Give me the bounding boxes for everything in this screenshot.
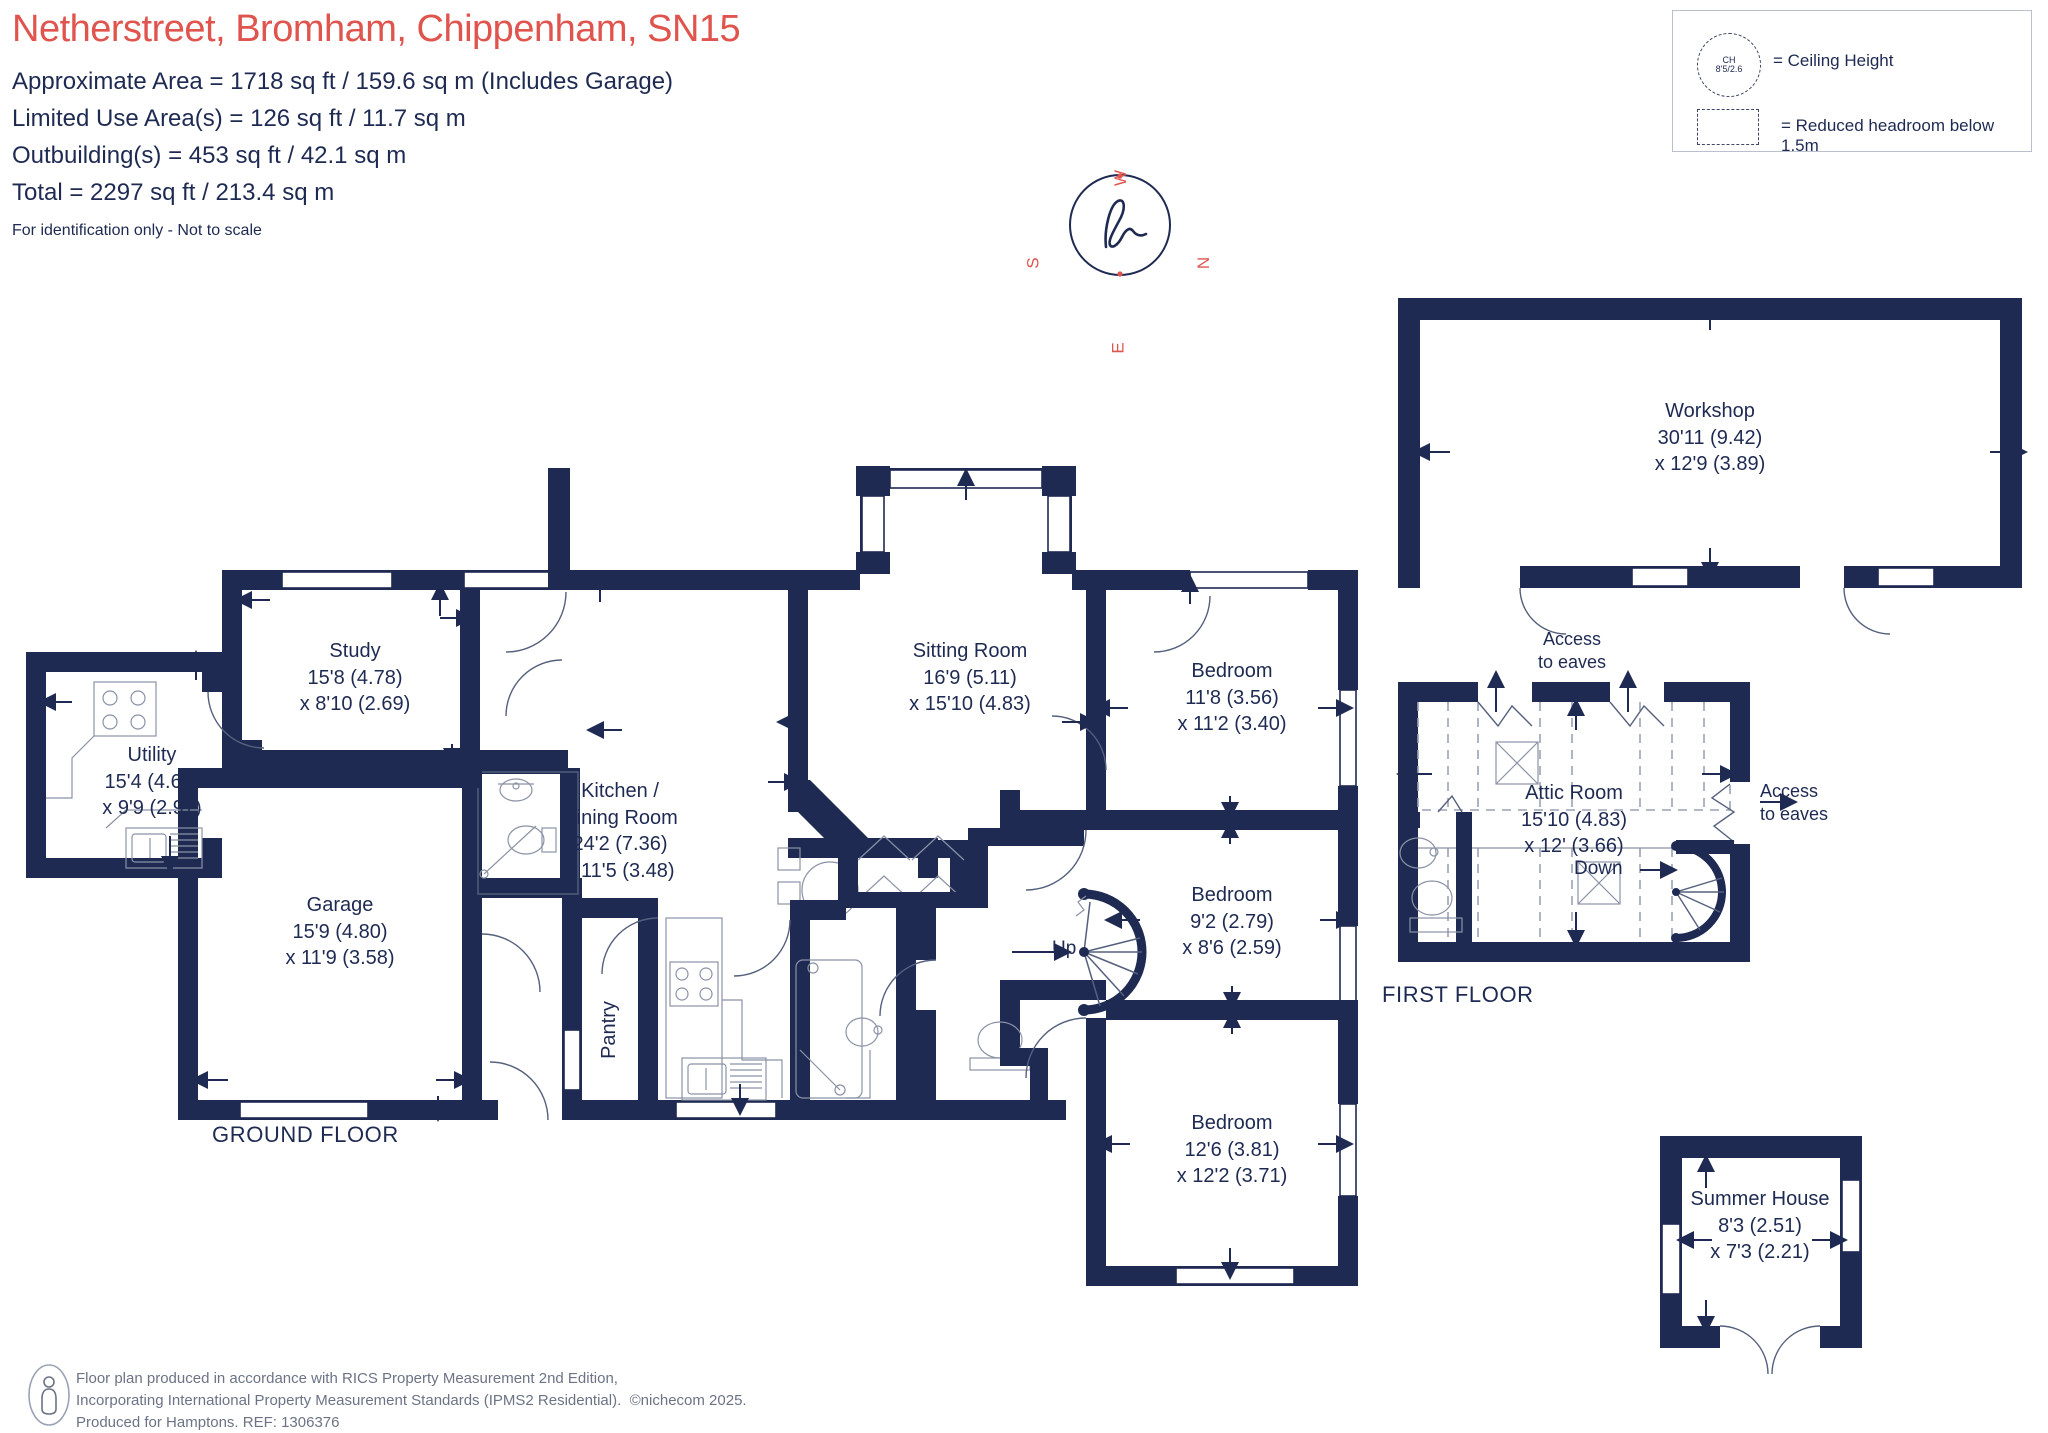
room-label-bedroom-1: Bedroom 11'8 (3.56) x 11'2 (3.40)	[1177, 660, 1287, 736]
workshop-plan	[1398, 298, 2028, 635]
stair-up-label: Up	[1052, 938, 1077, 959]
room-label-attic-room: Attic Room 15'10 (4.83) x 12' (3.66)	[1520, 782, 1628, 858]
footer-line-2a: Incorporating International Property Mea…	[76, 1391, 622, 1409]
ceiling-height-abbr: CH	[1722, 54, 1736, 65]
ground-floor-label: GROUND FLOOR	[212, 1122, 399, 1147]
spiral-stair-up	[1075, 888, 1147, 1016]
room-label-bedroom-3: Bedroom 12'6 (3.81) x 12'2 (3.71)	[1176, 1112, 1288, 1188]
disclaimer-text: For identification only - Not to scale	[12, 222, 262, 239]
footer-copyright: ©nichecom 2025.	[629, 1391, 747, 1409]
room-label-bedroom-2: Bedroom 9'2 (2.79) x 8'6 (2.59)	[1182, 884, 1282, 960]
limited-use-area-text: Limited Use Area(s) = 126 sq ft / 11.7 s…	[12, 105, 466, 132]
room-label-utility: Utility 15'4 (4.67) x 9'9 (2.97)	[102, 744, 202, 820]
access-to-eaves-right-label: Access to eaves	[1760, 781, 1829, 825]
person-icon	[28, 1364, 70, 1426]
room-label-workshop: Workshop 30'11 (9.42) x 12'9 (3.89)	[1654, 400, 1766, 476]
first-floor-label: FIRST FLOOR	[1382, 982, 1534, 1007]
reduced-headroom-icon	[1697, 109, 1759, 145]
footer-text: Floor plan produced in accordance with R…	[76, 1368, 747, 1433]
access-to-eaves-top-label: Access to eaves	[1537, 629, 1607, 673]
first-floor-plan	[1396, 670, 1798, 962]
room-label-kitchen-dining: Kitchen / Dining Room 24'2 (7.36) x 11'5…	[562, 780, 678, 882]
room-label-summer-house: Summer House 8'3 (2.51) x 7'3 (2.21)	[1690, 1188, 1830, 1264]
approximate-area-text: Approximate Area = 1718 sq ft / 159.6 sq…	[12, 68, 674, 95]
ceiling-height-legend-label: = Ceiling Height	[1773, 51, 1894, 70]
outbuildings-area-text: Outbuilding(s) = 453 sq ft / 42.1 sq m	[12, 142, 407, 169]
page-title: Netherstreet, Bromham, Chippenham, SN15	[12, 8, 741, 50]
total-area-text: Total = 2297 sq ft / 213.4 sq m	[12, 179, 335, 206]
ceiling-height-icon: CH 8'5/2.6	[1697, 33, 1761, 97]
ground-floor-plan	[26, 466, 1358, 1286]
footer-line-1: Floor plan produced in accordance with R…	[76, 1370, 618, 1387]
room-label-sitting-room: Sitting Room 16'9 (5.11) x 15'10 (4.83)	[909, 640, 1031, 716]
ceiling-height-value: 8'5/2.6	[1715, 64, 1743, 74]
footer-line-3: Produced for Hamptons. REF: 1306376	[76, 1413, 340, 1431]
reduced-headroom-legend-label: = Reduced headroom below 1.5m	[1781, 116, 1995, 155]
room-label-garage: Garage 15'9 (4.80) x 11'9 (3.58)	[285, 894, 395, 970]
stair-down-label: Down	[1574, 858, 1623, 879]
room-label-pantry: Pantry	[598, 1001, 620, 1059]
compass-rose	[1060, 165, 1180, 285]
summer-house-plan	[1660, 1136, 1862, 1375]
legend-box: CH 8'5/2.6 = Ceiling Height = Reduced he…	[1672, 10, 2032, 155]
room-label-study: Study 15'8 (4.78) x 8'10 (2.69)	[299, 640, 411, 716]
